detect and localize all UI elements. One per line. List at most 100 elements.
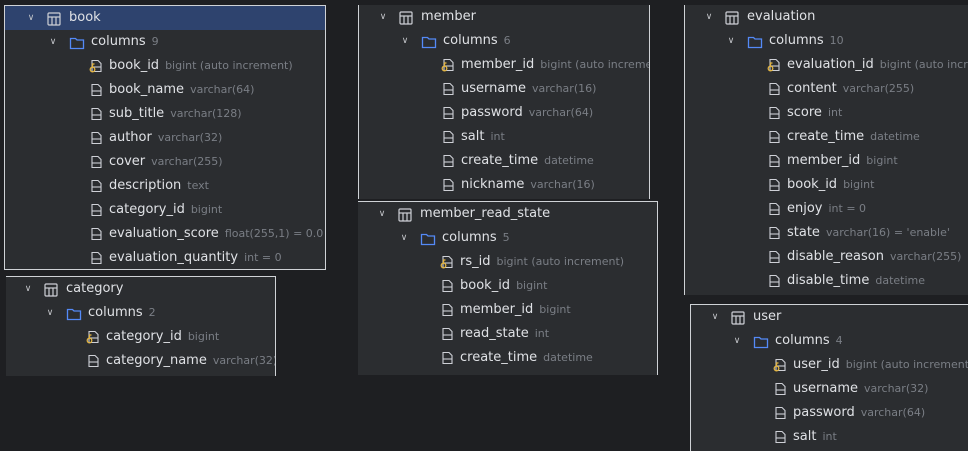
primary-key-column-icon (773, 357, 787, 373)
column-type: varchar(16) (532, 82, 597, 95)
column-name: salt (461, 129, 485, 144)
column-name: evaluation_id (787, 57, 874, 72)
column-name: sub_title (109, 106, 165, 121)
columns-count: 5 (502, 231, 510, 244)
chevron-down-icon[interactable]: ∨ (378, 209, 386, 219)
column-name: category_id (106, 329, 182, 344)
column-icon (440, 350, 454, 366)
column-icon (441, 81, 455, 97)
primary-key-column-icon (86, 329, 100, 345)
column-name: user_id (793, 357, 840, 372)
column-type: varchar(16) = 'enable' (825, 226, 950, 239)
chevron-down-icon[interactable]: ∨ (27, 13, 35, 23)
tree-table-row[interactable]: ∨member (359, 5, 649, 29)
column-name: member_id (460, 302, 534, 317)
chevron-down-icon[interactable]: ∨ (705, 12, 713, 22)
columns-count: 10 (829, 34, 844, 47)
tree-column-row[interactable]: state varchar(16) = 'enable' (685, 221, 968, 245)
column-type: varchar(255) (151, 155, 223, 168)
tree-table-row[interactable]: ∨evaluation (685, 5, 968, 29)
column-icon (767, 105, 781, 121)
column-name: state (787, 225, 820, 240)
chevron-down-icon[interactable]: ∨ (401, 36, 409, 46)
column-icon (89, 226, 103, 242)
tree-table-row[interactable]: ∨ category (6, 277, 275, 301)
chevron-down-icon[interactable]: ∨ (400, 233, 408, 243)
chevron-down-icon[interactable]: ∨ (733, 336, 741, 346)
column-name: password (461, 105, 523, 120)
table-name: category (66, 281, 124, 296)
column-type: datetime (870, 130, 920, 143)
folder-icon (747, 34, 763, 49)
column-icon (89, 106, 103, 122)
chevron-down-icon[interactable]: ∨ (379, 12, 387, 22)
column-type: int (827, 106, 843, 119)
column-type: varchar(255) (842, 82, 915, 95)
chevron-down-icon[interactable]: ∨ (24, 284, 32, 294)
chevron-down-icon[interactable]: ∨ (711, 312, 719, 322)
chevron-down-icon[interactable]: ∨ (49, 37, 57, 47)
column-name: category_id (109, 202, 185, 217)
tree-table-row[interactable]: ∨user (691, 305, 968, 329)
columns-count: 2 (148, 306, 156, 319)
tree-table-row[interactable]: ∨book (5, 6, 325, 30)
column-type: varchar(32) (157, 131, 223, 144)
column-type: bigint (auto increment) (540, 58, 649, 71)
chevron-down-icon[interactable]: ∨ (46, 308, 54, 318)
column-icon (89, 250, 103, 266)
column-name: cover (109, 154, 146, 169)
columns-folder-label: columns (443, 33, 498, 48)
column-type: varchar(32) (864, 382, 929, 395)
folder-icon (420, 231, 436, 246)
folder-icon (421, 34, 437, 49)
chevron-down-icon[interactable]: ∨ (727, 36, 735, 46)
tree-table-row[interactable]: ∨member_read_state (358, 202, 657, 226)
table-icon (398, 207, 412, 222)
tree-column-row[interactable]: cover varchar(255) (5, 150, 325, 174)
column-name: nickname (461, 177, 525, 192)
